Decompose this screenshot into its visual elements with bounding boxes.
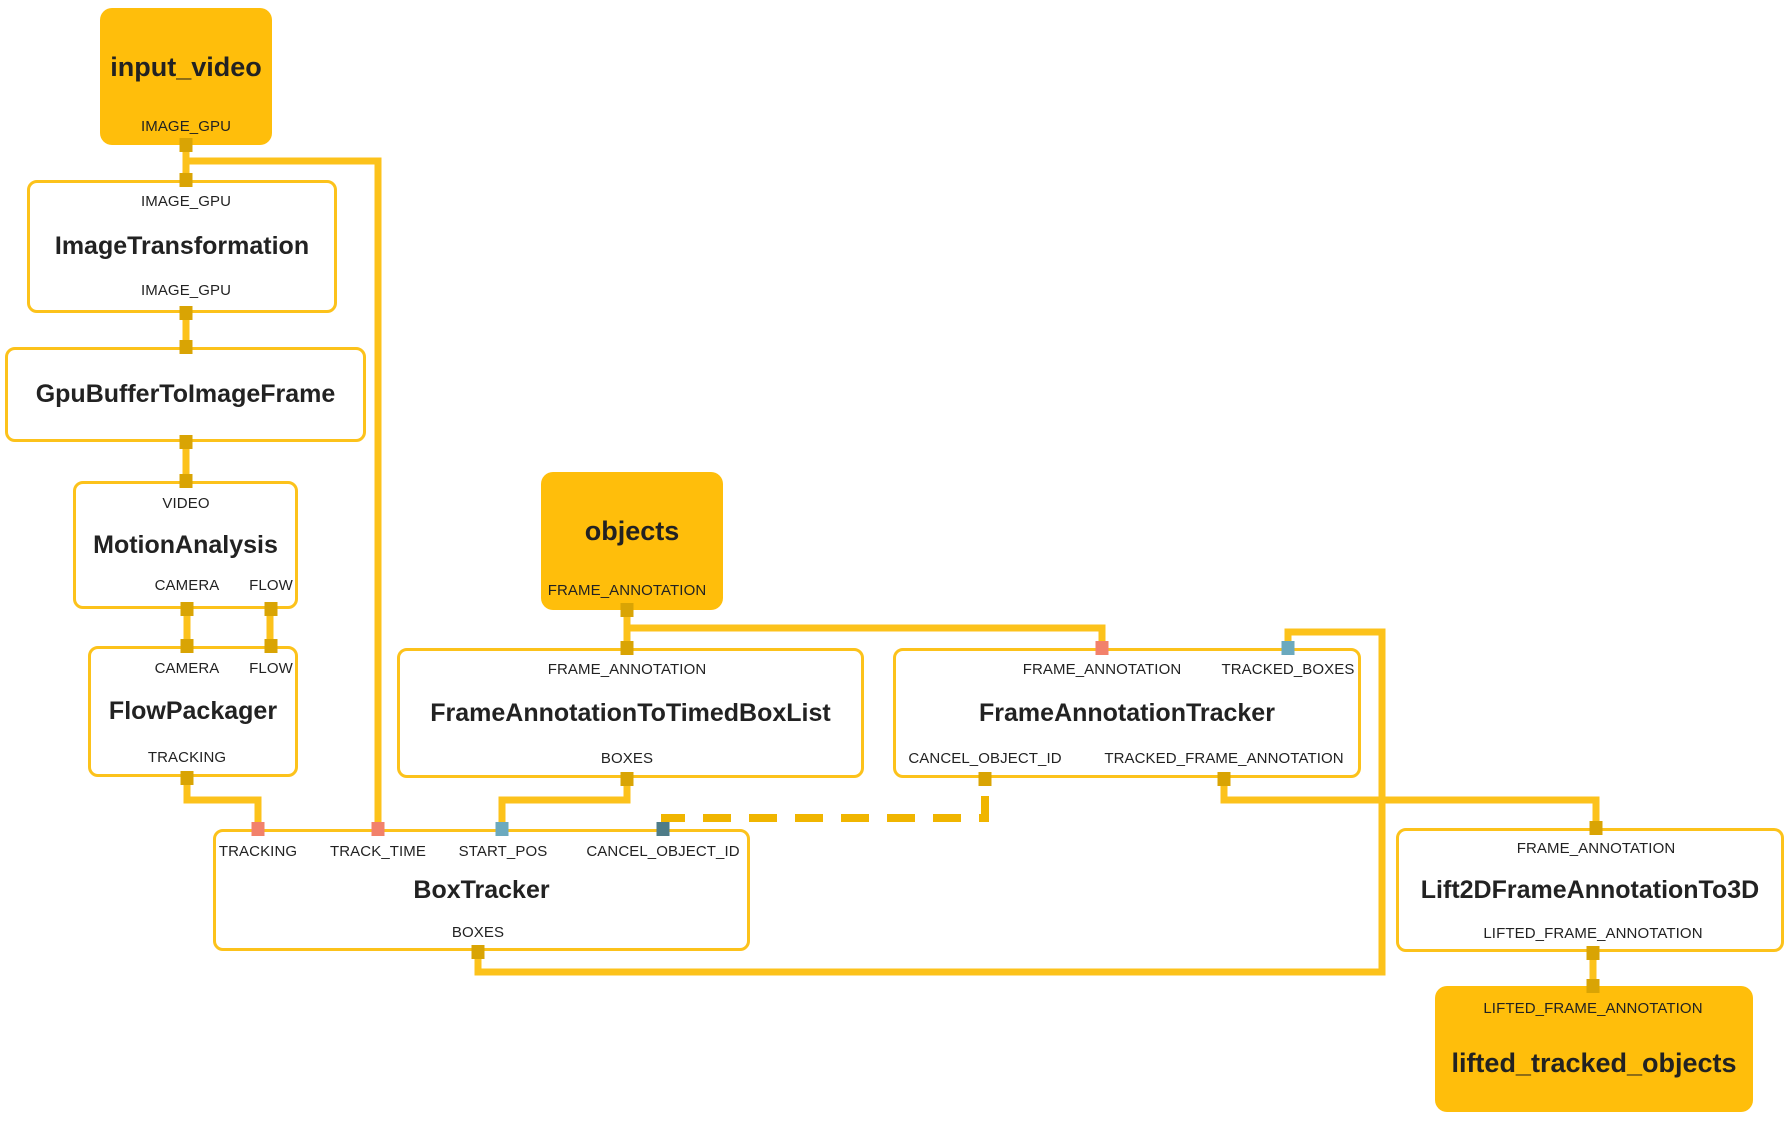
node-motion-analysis-title: MotionAnalysis xyxy=(93,530,278,559)
wire-cancel-object-id-dashed xyxy=(661,796,989,829)
port-label-lift-frame-annotation: FRAME_ANNOTATION xyxy=(1516,840,1676,857)
port-box-tracker-boxes-out[interactable] xyxy=(471,945,485,959)
port-label-input-video-image-gpu: IMAGE_GPU xyxy=(140,118,232,135)
port-label-fat-frame-annotation: FRAME_ANNOTATION xyxy=(1022,661,1182,678)
node-box-tracker[interactable]: BoxTracker xyxy=(213,829,750,951)
node-frame-annotation-to-timed-box-list[interactable]: FrameAnnotationToTimedBoxList xyxy=(397,648,864,778)
port-flow-packager-flow-in[interactable] xyxy=(264,639,278,653)
port-box-tracker-start-pos-in[interactable] xyxy=(495,822,509,836)
node-lifted-tracked-objects[interactable]: lifted_tracked_objects xyxy=(1435,986,1753,1112)
port-label-box-tracker-track-time: TRACK_TIME xyxy=(329,843,427,860)
port-lift-lifted-frame-annotation-out[interactable] xyxy=(1586,946,1600,960)
port-lift-frame-annotation-in[interactable] xyxy=(1589,821,1603,835)
wire-trackedannotation-to-lift xyxy=(1220,778,1600,828)
port-gpu-buffer-in[interactable] xyxy=(179,340,193,354)
node-box-tracker-title: BoxTracker xyxy=(413,875,550,904)
node-flow-packager-title: FlowPackager xyxy=(108,697,278,726)
port-label-box-tracker-boxes: BOXES xyxy=(451,924,505,941)
port-fat-tracked-frame-annotation-out[interactable] xyxy=(1217,772,1231,786)
port-label-lifted-tracked-objects-in: LIFTED_FRAME_ANNOTATION xyxy=(1483,1000,1703,1017)
port-label-image-transformation-in: IMAGE_GPU xyxy=(140,193,232,210)
port-label-motion-analysis-video: VIDEO xyxy=(162,495,210,512)
port-fattbl-frame-annotation-in[interactable] xyxy=(620,641,634,655)
port-box-tracker-tracking-in[interactable] xyxy=(251,822,265,836)
port-label-image-transformation-out: IMAGE_GPU xyxy=(140,282,232,299)
port-fat-tracked-boxes-in[interactable] xyxy=(1281,641,1295,655)
port-label-flow-packager-flow: FLOW xyxy=(249,660,293,677)
port-fat-cancel-object-id-out[interactable] xyxy=(978,772,992,786)
port-flow-packager-camera-in[interactable] xyxy=(180,639,194,653)
node-flow-packager[interactable]: FlowPackager xyxy=(88,646,298,777)
port-image-transformation-out[interactable] xyxy=(179,306,193,320)
port-label-lift-lifted-frame-annotation: LIFTED_FRAME_ANNOTATION xyxy=(1483,925,1703,942)
port-motion-analysis-video-in[interactable] xyxy=(179,474,193,488)
wire-tracking xyxy=(183,777,262,829)
port-label-flow-packager-tracking: TRACKING xyxy=(147,749,227,766)
node-input-video[interactable]: input_video xyxy=(100,8,272,145)
node-input-video-title: input_video xyxy=(110,52,262,83)
port-input-video-image-gpu-out[interactable] xyxy=(179,138,193,152)
port-label-box-tracker-start-pos: START_POS xyxy=(458,843,548,860)
port-label-objects-frame-annotation: FRAME_ANNOTATION xyxy=(547,582,707,599)
port-label-box-tracker-cancel-object-id: CANCEL_OBJECT_ID xyxy=(586,843,740,860)
port-label-fattbl-frame-annotation: FRAME_ANNOTATION xyxy=(547,661,707,678)
port-objects-frame-annotation-out[interactable] xyxy=(620,603,634,617)
port-fattbl-boxes-out[interactable] xyxy=(620,772,634,786)
port-label-motion-analysis-camera: CAMERA xyxy=(154,577,220,594)
node-lift-2d-frame-annotation-to-3d-title: Lift2DFrameAnnotationTo3D xyxy=(1420,875,1760,904)
port-flow-packager-tracking-out[interactable] xyxy=(180,771,194,785)
port-label-fat-cancel-object-id: CANCEL_OBJECT_ID xyxy=(908,750,1062,767)
port-label-fattbl-boxes: BOXES xyxy=(600,750,654,767)
node-lift-2d-frame-annotation-to-3d[interactable]: Lift2DFrameAnnotationTo3D xyxy=(1396,828,1784,952)
node-image-transformation-title: ImageTransformation xyxy=(54,232,310,261)
port-gpu-buffer-out[interactable] xyxy=(179,435,193,449)
node-frame-annotation-tracker-title: FrameAnnotationTracker xyxy=(979,698,1275,727)
port-image-transformation-in[interactable] xyxy=(179,173,193,187)
port-box-tracker-cancel-object-id-in[interactable] xyxy=(656,822,670,836)
port-motion-analysis-camera-out[interactable] xyxy=(180,602,194,616)
node-lifted-tracked-objects-title: lifted_tracked_objects xyxy=(1451,1047,1737,1078)
node-gpu-buffer-to-image-frame-title: GpuBufferToImageFrame xyxy=(35,380,336,409)
port-label-motion-analysis-flow: FLOW xyxy=(249,577,293,594)
node-frame-annotation-to-timed-box-list-title: FrameAnnotationToTimedBoxList xyxy=(430,698,831,727)
port-label-fat-tracked-frame-annotation: TRACKED_FRAME_ANNOTATION xyxy=(1104,750,1344,767)
node-gpu-buffer-to-image-frame[interactable]: GpuBufferToImageFrame xyxy=(5,347,366,442)
port-motion-analysis-flow-out[interactable] xyxy=(264,602,278,616)
port-fat-frame-annotation-in[interactable] xyxy=(1095,641,1109,655)
node-objects[interactable]: objects xyxy=(541,472,723,610)
node-frame-annotation-tracker[interactable]: FrameAnnotationTracker xyxy=(893,648,1361,778)
port-label-flow-packager-camera: CAMERA xyxy=(154,660,220,677)
node-objects-title: objects xyxy=(584,515,680,546)
port-lifted-tracked-objects-in[interactable] xyxy=(1586,979,1600,993)
port-label-fat-tracked-boxes: TRACKED_BOXES xyxy=(1221,661,1355,678)
wire-objects-to-fat xyxy=(627,624,1106,648)
port-box-tracker-track-time-in[interactable] xyxy=(371,822,385,836)
wire-boxes-to-startpos xyxy=(498,778,631,829)
port-label-box-tracker-tracking: TRACKING xyxy=(218,843,298,860)
